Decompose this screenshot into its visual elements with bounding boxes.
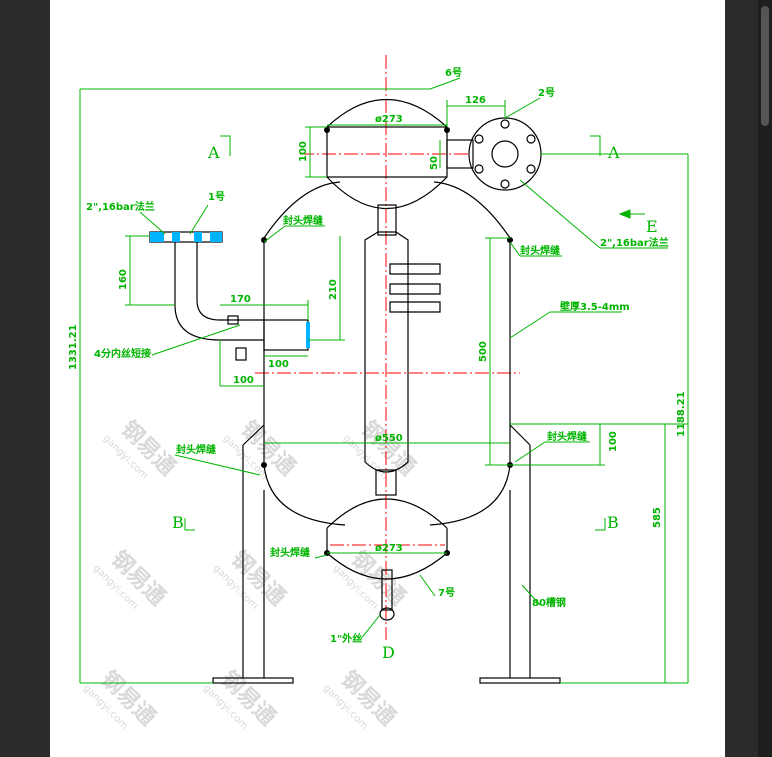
label-part6: 6号 xyxy=(445,67,462,79)
shell-top-right-shoulder xyxy=(433,181,511,239)
label-weld-lower: 封头焊缝 xyxy=(270,546,310,559)
label-outer-thread: 1"外丝 xyxy=(330,632,362,645)
label-weld-top-right: 封头焊缝 xyxy=(520,244,560,257)
weld-marks xyxy=(261,127,513,556)
section-a-left: A xyxy=(207,143,220,162)
label-dim-585: 585 xyxy=(652,507,663,528)
shell-bottom-right-shoulder xyxy=(429,464,511,526)
label-flange-left: 2",16bar法兰 xyxy=(86,200,155,213)
side-nozzle xyxy=(263,319,309,351)
section-a-right: A xyxy=(607,143,620,162)
elbow-pipe-outer xyxy=(174,236,264,341)
label-part7: 7号 xyxy=(438,587,455,599)
label-weld-bottom-left: 封头焊缝 xyxy=(176,443,216,456)
label-dim-50: 50 xyxy=(429,156,440,170)
label-channel-steel: 80槽钢 xyxy=(532,596,566,609)
label-dia-body: ø550 xyxy=(375,433,403,444)
center-lines xyxy=(255,55,520,640)
label-dia-bottom: ø273 xyxy=(375,543,403,554)
label-dim-100-nozzle: 100 xyxy=(268,359,289,370)
label-dim-500: 500 xyxy=(478,341,489,362)
nipple-fitting xyxy=(235,347,247,361)
top-nozzle-pipe xyxy=(446,139,474,169)
label-part1: 1号 xyxy=(208,191,225,203)
label-dia-top: ø273 xyxy=(375,114,403,125)
bottom-outlet-end xyxy=(379,607,395,621)
bolt-hole xyxy=(526,134,536,144)
label-dim-100-right: 100 xyxy=(608,431,619,452)
vessel-outline xyxy=(149,99,561,684)
bottom-head-dome xyxy=(326,498,448,529)
label-dim-1331: 1331.21 xyxy=(68,324,79,370)
view-e-arrow xyxy=(618,209,631,219)
label-dim-170: 170 xyxy=(230,294,251,305)
small-fitting xyxy=(227,315,239,325)
bottom-head-sides xyxy=(326,528,448,553)
view-e-label: E xyxy=(646,217,658,236)
label-part2: 2号 xyxy=(538,87,555,99)
dimension-lines xyxy=(79,77,689,684)
left-leg xyxy=(242,424,265,678)
bolt-hole xyxy=(500,179,510,189)
right-foot-plate xyxy=(479,677,561,684)
label-dim-160: 160 xyxy=(118,269,129,290)
label-dim-210: 210 xyxy=(328,279,339,300)
top-head-dome xyxy=(326,99,448,128)
bolt-hole xyxy=(474,134,484,144)
label-dim-1188: 1188.21 xyxy=(676,391,687,437)
left-foot-plate xyxy=(212,677,294,684)
view-d-label: D xyxy=(382,643,395,662)
elbow-pipe-inner xyxy=(196,236,264,321)
internal-fins xyxy=(389,263,441,313)
label-weld-top-left: 封头焊缝 xyxy=(283,214,323,227)
shell-top-left-shoulder xyxy=(263,181,341,239)
top-head-lower-dome xyxy=(326,176,448,209)
flange-highlights xyxy=(150,232,310,348)
drawing-sheet xyxy=(50,0,725,757)
section-labels: A A B B E D xyxy=(172,143,658,662)
scrollbar-track[interactable] xyxy=(758,0,772,757)
label-dim-100-top: 100 xyxy=(298,141,309,162)
label-dim-100-left: 100 xyxy=(233,375,254,386)
section-b-right: B xyxy=(607,513,619,532)
inner-pipe-top xyxy=(377,204,397,236)
label-flange-right: 2",16bar法兰 xyxy=(600,236,669,249)
bolt-hole xyxy=(526,164,536,174)
right-leg xyxy=(509,424,531,678)
top-flange-bore xyxy=(491,140,519,168)
bolt-hole xyxy=(474,164,484,174)
label-dim-126: 126 xyxy=(465,95,486,106)
dimension-labels: 6号 2号 1号 7号 ø273 ø273 ø550 126 100 50 16… xyxy=(68,67,687,645)
shell-bottom-left-shoulder xyxy=(263,464,346,526)
inner-pipe-bottom xyxy=(375,469,397,496)
label-nipple: 4分内丝短接 xyxy=(94,347,151,360)
bottom-head-lower-dome xyxy=(326,552,448,580)
scrollbar-thumb[interactable] xyxy=(761,6,769,126)
label-wall-thickness: 壁厚3.5-4mm xyxy=(560,300,630,313)
bottom-outlet-pipe xyxy=(381,569,393,611)
label-weld-bottom-right: 封头焊缝 xyxy=(547,430,587,443)
top-flange-outer xyxy=(468,117,542,191)
bolt-hole xyxy=(500,119,510,129)
section-b-left: B xyxy=(172,513,184,532)
